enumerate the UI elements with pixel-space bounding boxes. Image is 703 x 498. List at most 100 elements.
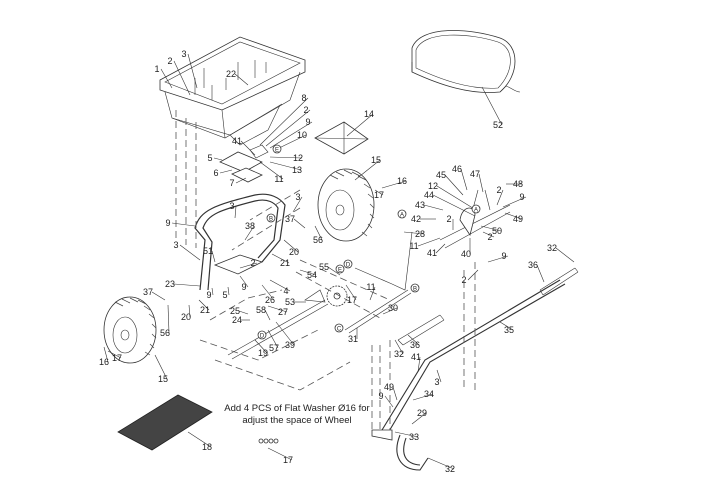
callout-15: 15 bbox=[371, 155, 381, 165]
leader-c28 bbox=[403, 231, 425, 235]
callout-25: 25 bbox=[230, 306, 240, 316]
leader-c5b bbox=[227, 286, 230, 296]
svg-text:C: C bbox=[337, 327, 342, 333]
callout-49: 49 bbox=[384, 382, 394, 392]
callout-9: 9 bbox=[165, 218, 170, 228]
leader-c3a bbox=[187, 53, 198, 89]
leader-c33 bbox=[394, 431, 419, 438]
callout-3: 3 bbox=[434, 377, 439, 387]
callout-43: 43 bbox=[415, 200, 425, 210]
callout-44: 44 bbox=[424, 190, 434, 200]
svg-text:D: D bbox=[346, 263, 351, 269]
leader-c14 bbox=[346, 113, 374, 137]
callout-2: 2 bbox=[250, 258, 255, 268]
callout-22: 22 bbox=[226, 69, 236, 79]
leader-c2c bbox=[239, 262, 258, 269]
leader-c54 bbox=[299, 269, 317, 276]
callout-55: 55 bbox=[319, 262, 329, 272]
leader-c25 bbox=[238, 310, 249, 315]
leader-c20b bbox=[188, 304, 191, 318]
leader-c58 bbox=[264, 309, 271, 321]
callout-5: 5 bbox=[207, 153, 212, 163]
marker-D: D bbox=[343, 259, 353, 269]
leader-c41a bbox=[240, 140, 256, 156]
svg-text:E: E bbox=[338, 268, 342, 274]
callout-11: 11 bbox=[274, 174, 283, 184]
callout-54: 54 bbox=[307, 270, 317, 280]
leader-c57 bbox=[267, 329, 279, 349]
leader-c5a bbox=[213, 157, 223, 161]
svg-text:B: B bbox=[269, 217, 273, 223]
callout-49: 49 bbox=[513, 214, 523, 224]
leader-c2g bbox=[467, 269, 479, 281]
callout-16: 16 bbox=[99, 357, 109, 367]
washer-note: Add 4 PCS of Flat Washer Ø16 for adjust … bbox=[212, 403, 382, 427]
svg-text:B: B bbox=[413, 287, 417, 293]
leader-c34 bbox=[412, 393, 434, 401]
leader-lines bbox=[103, 53, 575, 470]
leader-c32c bbox=[427, 457, 455, 470]
leader-c12a bbox=[269, 156, 303, 159]
leader-c15b bbox=[154, 354, 168, 380]
marker-E: E bbox=[335, 264, 345, 274]
leader-c56b bbox=[167, 304, 170, 334]
leader-c2a bbox=[173, 60, 191, 96]
callout-13: 13 bbox=[292, 165, 302, 175]
callout-56: 56 bbox=[313, 235, 323, 245]
callout-31: 31 bbox=[348, 334, 358, 344]
leader-c3c bbox=[234, 205, 237, 219]
leader-c47 bbox=[478, 173, 484, 193]
callout-47: 47 bbox=[470, 169, 480, 179]
leader-c30 bbox=[382, 307, 398, 315]
leader-c2d bbox=[496, 189, 504, 206]
leader-c35 bbox=[499, 321, 514, 331]
leader-c11b bbox=[369, 286, 376, 301]
callout-7: 7 bbox=[229, 178, 234, 188]
leader-c39 bbox=[275, 321, 295, 346]
leader-c3b bbox=[292, 196, 303, 213]
leader-c32a bbox=[394, 339, 404, 355]
marker-E: E bbox=[272, 144, 282, 154]
svg-text:A: A bbox=[474, 208, 478, 214]
callout-34: 34 bbox=[424, 389, 434, 399]
callout-37: 37 bbox=[285, 214, 295, 224]
leader-c49a bbox=[504, 212, 523, 220]
callout-16: 16 bbox=[397, 176, 407, 186]
callout-35: 35 bbox=[504, 325, 514, 335]
hopper bbox=[159, 36, 306, 146]
leader-c17a bbox=[374, 189, 384, 196]
callout-19: 19 bbox=[258, 348, 268, 358]
leader-c9g bbox=[384, 395, 394, 408]
leader-c52 bbox=[481, 86, 503, 126]
svg-text:A: A bbox=[400, 213, 404, 219]
callout-41: 41 bbox=[232, 136, 242, 146]
shafts bbox=[344, 289, 445, 346]
leader-c50 bbox=[480, 225, 502, 232]
callout-17: 17 bbox=[112, 353, 122, 363]
callout-3: 3 bbox=[173, 240, 178, 250]
callout-38: 38 bbox=[245, 221, 255, 231]
callout-41: 41 bbox=[427, 248, 437, 258]
left-wheel bbox=[103, 296, 157, 364]
leader-c4 bbox=[269, 279, 291, 292]
floor-mat bbox=[117, 394, 213, 451]
callout-28: 28 bbox=[415, 229, 425, 239]
leader-c13 bbox=[269, 161, 302, 171]
callout-3: 3 bbox=[295, 192, 300, 202]
leader-c32b bbox=[555, 247, 575, 263]
leader-c9e bbox=[502, 196, 527, 208]
washers bbox=[258, 438, 279, 444]
leader-c45 bbox=[444, 174, 464, 196]
leader-c46 bbox=[460, 168, 468, 191]
callout-11: 11 bbox=[366, 282, 375, 292]
callout-24: 24 bbox=[232, 315, 242, 325]
handle bbox=[371, 267, 579, 471]
leader-c18 bbox=[187, 431, 212, 448]
leader-c51 bbox=[211, 250, 216, 263]
leader-c9a bbox=[269, 121, 313, 149]
leader-c29 bbox=[411, 412, 427, 425]
marker-B: B bbox=[410, 283, 420, 293]
